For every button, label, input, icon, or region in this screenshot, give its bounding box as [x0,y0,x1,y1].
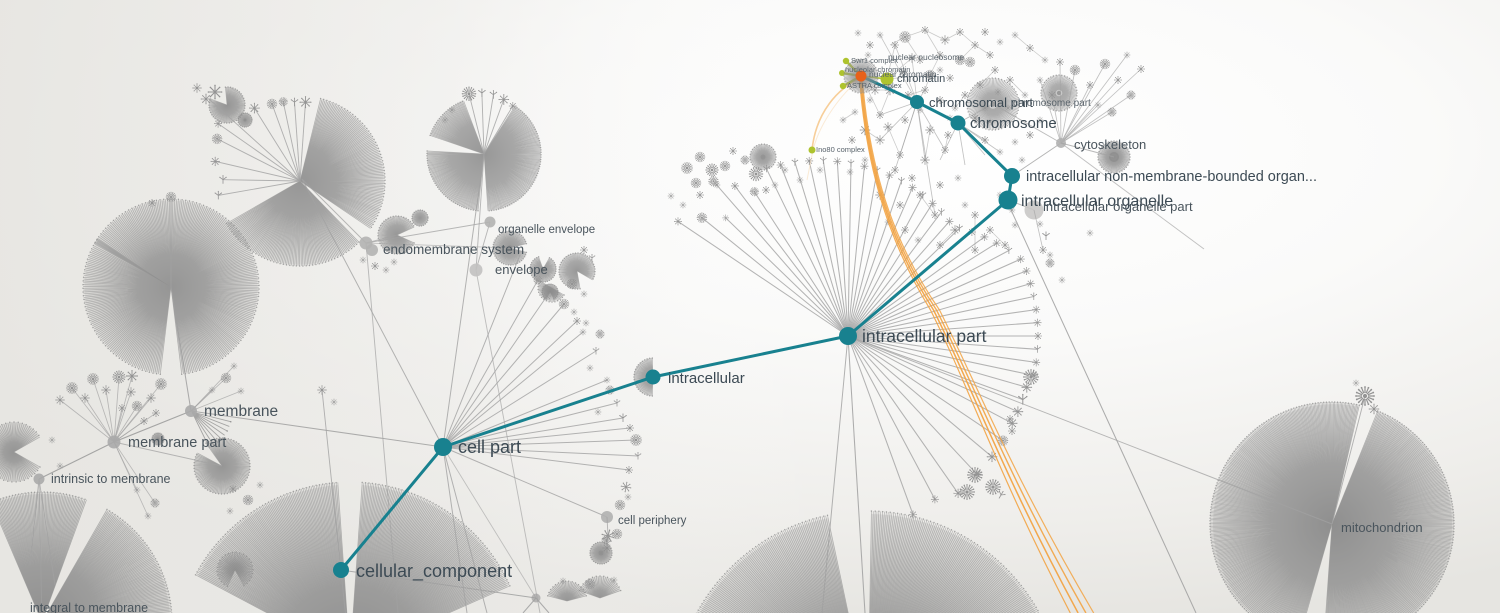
svg-text:mitochondrion: mitochondrion [1341,520,1423,535]
svg-text:intracellular non-membrane-bou: intracellular non-membrane-bounded organ… [1026,169,1317,185]
svg-text:cellular_component: cellular_component [356,561,512,582]
svg-text:Swr1 complex: Swr1 complex [851,56,898,65]
svg-text:envelope: envelope [495,262,548,277]
svg-text:membrane part: membrane part [128,435,226,451]
svg-text:chromatin: chromatin [897,73,945,85]
svg-text:chromosome: chromosome [970,115,1057,132]
svg-text:nucleolar chromatin: nucleolar chromatin [845,65,910,74]
svg-text:integral to membrane: integral to membrane [30,601,148,613]
svg-text:membrane: membrane [204,403,278,420]
svg-text:intracellular organelle: intracellular organelle [1021,193,1173,210]
svg-text:nuclear nucleosome: nuclear nucleosome [888,52,964,62]
svg-text:organelle envelope: organelle envelope [498,224,595,236]
svg-text:intracellular organelle part: intracellular organelle part [1043,199,1193,214]
svg-text:intracellular: intracellular [668,370,745,387]
svg-text:Ino80 complex: Ino80 complex [816,145,865,154]
svg-text:cell periphery: cell periphery [618,515,687,527]
svg-text:intracellular part: intracellular part [862,326,987,346]
svg-text:intrinsic to membrane: intrinsic to membrane [51,472,171,486]
svg-text:cell part: cell part [458,437,521,457]
svg-text:nuclear chromatin: nuclear chromatin [869,69,937,79]
svg-text:endomembrane system: endomembrane system [383,242,524,257]
svg-text:cytoskeleton: cytoskeleton [1074,137,1146,152]
svg-text:chromosome part: chromosome part [1013,98,1091,109]
svg-text:chromosomal part: chromosomal part [929,95,1033,110]
svg-text:ASTRA complex: ASTRA complex [847,81,902,90]
